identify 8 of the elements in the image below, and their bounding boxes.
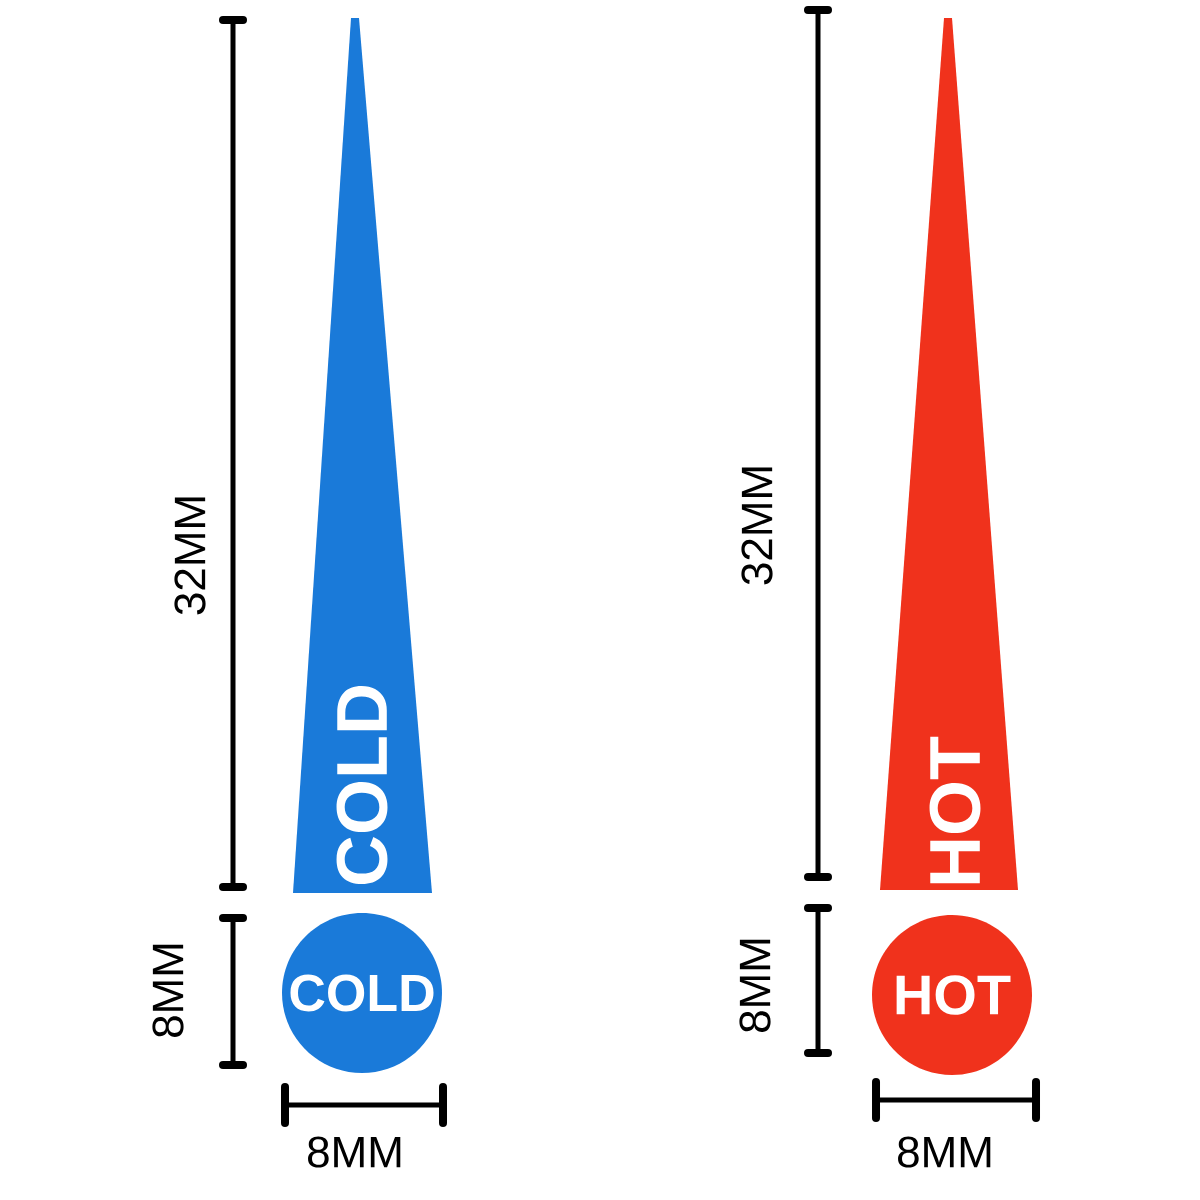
dimension-label: 32MM: [741, 467, 773, 585]
dimension-label: 8MM: [152, 944, 184, 1037]
dimension-label: 8MM: [898, 1136, 991, 1168]
dimension-label: 8MM: [308, 1136, 401, 1168]
pointer-triangle: HOT: [880, 18, 1018, 890]
pointer-triangle: COLD: [293, 18, 432, 893]
dimension-label: 32MM: [174, 497, 206, 615]
dimension-label: 8MM: [739, 939, 771, 1032]
